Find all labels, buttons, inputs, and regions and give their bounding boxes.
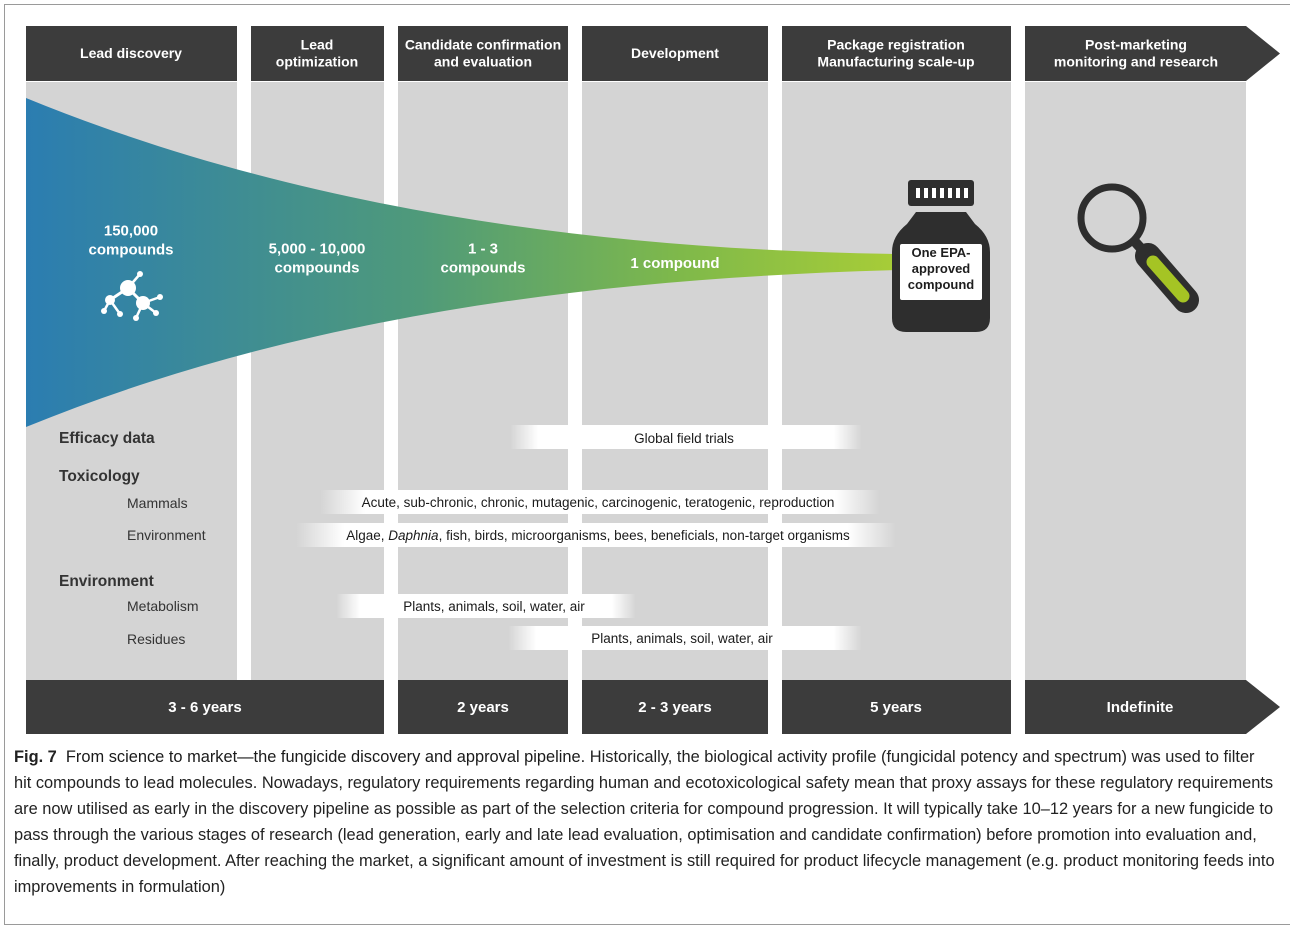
- mammals-label: Mammals: [127, 495, 188, 511]
- column-lead-optimization: [251, 82, 384, 680]
- column-candidate: [398, 82, 568, 680]
- caption-lead: From science to market—the fungicide dis…: [65, 748, 586, 766]
- requirement-bands: [296, 425, 896, 650]
- duration-bar-registration: [782, 680, 1011, 734]
- magnifying-glass-icon: [1077, 183, 1199, 313]
- bottle-label: [900, 244, 982, 300]
- tox-environment-band-text: Algae, Daphnia, fish, birds, microorgani…: [346, 528, 850, 543]
- toxicology-label: Toxicology: [59, 468, 140, 485]
- mammals-band-text: Acute, sub-chronic, chronic, mutagenic, …: [362, 495, 835, 510]
- efficacy-band-text: Global field trials: [634, 431, 734, 446]
- environment-label: Environment: [59, 573, 154, 590]
- column-registration: [782, 82, 1011, 680]
- residues-band-text: Plants, animals, soil, water, air: [591, 631, 773, 646]
- duration-discovery: 3 - 6 years: [168, 699, 241, 716]
- duration-candidate: 2 years: [457, 699, 509, 716]
- column-development: [582, 82, 768, 680]
- header-candidate: [398, 26, 568, 81]
- metabolism-label: Metabolism: [127, 598, 199, 614]
- band-metabolism: [336, 594, 636, 618]
- duration-bar-development: [582, 680, 768, 734]
- header-development: [582, 26, 768, 81]
- duration-registration: 5 years: [870, 699, 922, 716]
- efficacy-label: Efficacy data: [59, 430, 155, 447]
- duration-bars: [26, 680, 1280, 734]
- compound-count-3: 1 compound: [630, 255, 719, 272]
- column-post-marketing: [1025, 82, 1246, 680]
- metabolism-band-text: Plants, animals, soil, water, air: [403, 599, 585, 614]
- duration-bar-post-marketing-arrow: [1025, 680, 1280, 734]
- stage-header-lead-discovery: Lead discovery: [80, 45, 182, 61]
- stage-columns: [26, 82, 1246, 680]
- duration-bar-candidate: [398, 680, 568, 734]
- band-residues: [508, 626, 862, 650]
- compound-funnel: [26, 98, 900, 427]
- stage-header-boxes: [26, 26, 1280, 81]
- band-mammals: [320, 490, 880, 514]
- molecule-icon: [101, 271, 163, 321]
- bottle-icon: [892, 180, 990, 332]
- band-efficacy: [510, 425, 862, 449]
- header-registration: [782, 26, 1011, 81]
- stage-header-development: Development: [631, 45, 719, 61]
- figure-frame: [4, 4, 1290, 925]
- caption-label: Fig. 7: [14, 748, 57, 766]
- band-tox-environment: [296, 523, 896, 547]
- duration-bar-discovery: [26, 680, 384, 734]
- duration-post-marketing: Indefinite: [1107, 699, 1174, 716]
- duration-development: 2 - 3 years: [638, 699, 711, 716]
- tox-environment-label: Environment: [127, 527, 206, 543]
- residues-label: Residues: [127, 631, 185, 647]
- caption-body: Historically, the biological activity pr…: [14, 748, 1275, 896]
- header-lead-discovery: [26, 26, 237, 81]
- header-lead-optimization: [251, 26, 384, 81]
- header-post-marketing-arrow: [1025, 26, 1280, 81]
- figure-caption: Fig. 7 From science to market—the fungic…: [14, 744, 1276, 900]
- magnifier-lens: [1077, 183, 1147, 253]
